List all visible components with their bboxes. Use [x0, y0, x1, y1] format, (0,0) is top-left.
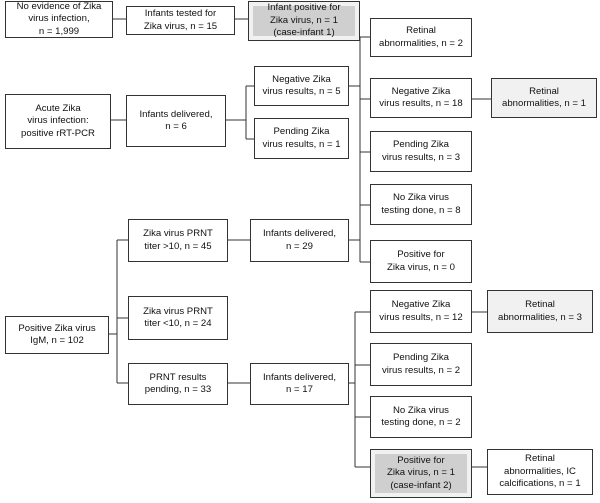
- infants-delivered-17-node: Infants delivered, n = 17: [250, 363, 349, 405]
- infants-delivered-29-node: Infants delivered, n = 29: [250, 219, 349, 262]
- acute-zika-node: Acute Zika virus infection: positive rRT…: [5, 94, 111, 149]
- pending-results-2-node: Pending Zika virus results, n = 2: [370, 343, 472, 386]
- prnt-titer-gt10-node: Zika virus PRNT titer >10, n = 45: [128, 219, 228, 262]
- positive-igm-node: Positive Zika virus IgM, n = 102: [5, 316, 109, 354]
- retinal-abnormalities-1-node: Retinal abnormalities, n = 1: [491, 78, 597, 118]
- negative-results-18-node: Negative Zika virus results, n = 18: [370, 78, 472, 118]
- retinal-abnormalities-2-node: Retinal abnormalities, n = 2: [370, 18, 472, 57]
- pending-results-3-node: Pending Zika virus results, n = 3: [370, 131, 472, 172]
- prnt-pending-node: PRNT results pending, n = 33: [128, 363, 228, 405]
- no-testing-8-node: No Zika virus testing done, n = 8: [370, 184, 472, 225]
- prnt-titer-lt10-node: Zika virus PRNT titer <10, n = 24: [128, 296, 228, 340]
- no-testing-2-node: No Zika virus testing done, n = 2: [370, 396, 472, 438]
- retinal-ic-calcifications-node: Retinal abnormalities, IC calcifications…: [487, 449, 593, 495]
- retinal-abnormalities-3-node: Retinal abnormalities, n = 3: [487, 290, 593, 333]
- positive-case2-node: Positive for Zika virus, n = 1 (case-inf…: [370, 449, 472, 498]
- infant-positive-case1-node: Infant positive for Zika virus, n = 1 (c…: [248, 1, 360, 41]
- negative-results-5-node: Negative Zika virus results, n = 5: [254, 66, 349, 106]
- pending-results-1-node: Pending Zika virus results, n = 1: [254, 118, 349, 159]
- infants-tested-node: Infants tested for Zika virus, n = 15: [126, 6, 235, 35]
- infant-positive-case1-label: Infant positive for Zika virus, n = 1 (c…: [253, 2, 355, 38]
- infants-delivered-6-node: Infants delivered, n = 6: [126, 95, 226, 147]
- positive-zero-node: Positive for Zika virus, n = 0: [370, 240, 472, 283]
- positive-case2-label: Positive for Zika virus, n = 1 (case-inf…: [375, 454, 467, 493]
- no-evidence-node: No evidence of Zika virus infection, n =…: [5, 1, 113, 38]
- negative-results-12-node: Negative Zika virus results, n = 12: [370, 290, 472, 333]
